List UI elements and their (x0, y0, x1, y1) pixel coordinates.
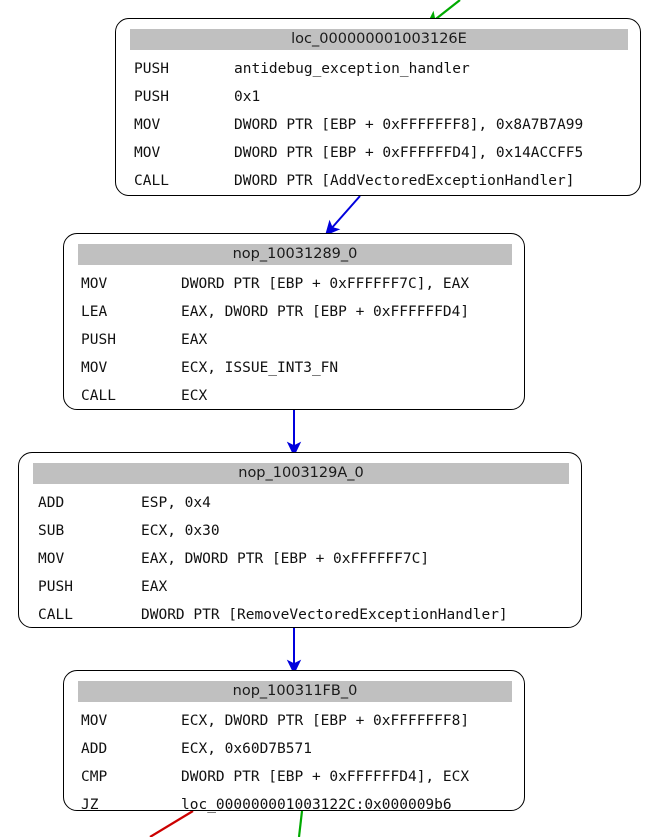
instruction-operands: ECX (181, 388, 208, 404)
instruction-mnemonic: CALL (81, 388, 116, 404)
instruction-mnemonic: CALL (134, 173, 169, 189)
instruction-row[interactable]: LEA EAX, DWORD PTR [EBP + 0xFFFFFFD4] (64, 299, 524, 327)
cfg-block-loc-1003126e[interactable]: loc_000000001003126E PUSH antidebug_exce… (115, 18, 641, 196)
instruction-row[interactable]: CALL DWORD PTR [AddVectoredExceptionHand… (116, 168, 640, 196)
cfg-block-nop-1003129a[interactable]: nop_1003129A_0 ADD ESP, 0x4 SUB ECX, 0x3… (18, 452, 582, 628)
instruction-mnemonic: ADD (81, 741, 108, 757)
instruction-row[interactable]: CALL ECX (64, 383, 524, 411)
instruction-mnemonic: MOV (134, 145, 161, 161)
instruction-operands: DWORD PTR [EBP + 0xFFFFFF7C], EAX (181, 276, 470, 292)
instruction-row[interactable]: MOV DWORD PTR [EBP + 0xFFFFFF7C], EAX (64, 271, 524, 299)
instruction-row[interactable]: PUSH 0x1 (116, 84, 640, 112)
cfg-block-nop-10031289[interactable]: nop_10031289_0 MOV DWORD PTR [EBP + 0xFF… (63, 233, 525, 410)
instruction-mnemonic: JZ (81, 797, 99, 813)
instruction-row[interactable]: MOV ECX, DWORD PTR [EBP + 0xFFFFFFF8] (64, 708, 524, 736)
instruction-mnemonic: CMP (81, 769, 108, 785)
instruction-row[interactable]: MOV DWORD PTR [EBP + 0xFFFFFFF8], 0x8A7B… (116, 112, 640, 140)
instruction-mnemonic: PUSH (38, 579, 73, 595)
instruction-operands: EAX, DWORD PTR [EBP + 0xFFFFFFD4] (181, 304, 470, 320)
block-title-nop-10031289: nop_10031289_0 (78, 244, 512, 265)
edge-block1-to-block2 (324, 195, 361, 236)
instruction-operands: DWORD PTR [AddVectoredExceptionHandler] (234, 173, 575, 189)
instruction-row[interactable]: JZ loc_000000001003122C:0x000009b6 (64, 792, 524, 820)
instruction-operands: DWORD PTR [EBP + 0xFFFFFFD4], ECX (181, 769, 470, 785)
instruction-operands: loc_000000001003122C:0x000009b6 (181, 797, 452, 813)
instruction-row[interactable]: MOV EAX, DWORD PTR [EBP + 0xFFFFFF7C] (19, 546, 581, 574)
instruction-operands: EAX (181, 332, 208, 348)
instruction-operands: ECX, DWORD PTR [EBP + 0xFFFFFFF8] (181, 713, 470, 729)
instruction-mnemonic: ADD (38, 495, 65, 511)
instruction-mnemonic: MOV (81, 276, 108, 292)
instruction-operands: DWORD PTR [EBP + 0xFFFFFFF8], 0x8A7B7A99 (234, 117, 584, 133)
instruction-operands: ECX, 0x60D7B571 (181, 741, 312, 757)
block-title-loc-1003126e: loc_000000001003126E (130, 29, 628, 50)
instruction-row[interactable]: PUSH EAX (19, 574, 581, 602)
instruction-row[interactable]: ADD ECX, 0x60D7B571 (64, 736, 524, 764)
instruction-row[interactable]: SUB ECX, 0x30 (19, 518, 581, 546)
instruction-operands: EAX, DWORD PTR [EBP + 0xFFFFFF7C] (141, 551, 430, 567)
instruction-mnemonic: PUSH (134, 61, 169, 77)
instruction-operands: ECX, 0x30 (141, 523, 220, 539)
instruction-mnemonic: CALL (38, 607, 73, 623)
instruction-row[interactable]: MOV DWORD PTR [EBP + 0xFFFFFFD4], 0x14AC… (116, 140, 640, 168)
instruction-row[interactable]: PUSH antidebug_exception_handler (116, 56, 640, 84)
instruction-row[interactable]: CALL DWORD PTR [RemoveVectoredExceptionH… (19, 602, 581, 630)
instruction-operands: antidebug_exception_handler (234, 61, 470, 77)
instruction-mnemonic: PUSH (134, 89, 169, 105)
instruction-operands: ESP, 0x4 (141, 495, 211, 511)
instruction-mnemonic: LEA (81, 304, 108, 320)
instruction-mnemonic: PUSH (81, 332, 116, 348)
instruction-operands: DWORD PTR [EBP + 0xFFFFFFD4], 0x14ACCFF5 (234, 145, 584, 161)
instruction-operands: 0x1 (234, 89, 261, 105)
instruction-operands: EAX (141, 579, 168, 595)
instruction-row[interactable]: CMP DWORD PTR [EBP + 0xFFFFFFD4], ECX (64, 764, 524, 792)
instruction-mnemonic: SUB (38, 523, 65, 539)
instruction-list: PUSH antidebug_exception_handler PUSH 0x… (116, 56, 640, 196)
block-title-nop-1003129a: nop_1003129A_0 (33, 463, 569, 484)
instruction-list: ADD ESP, 0x4 SUB ECX, 0x30 MOV EAX, DWOR… (19, 490, 581, 630)
instruction-row[interactable]: MOV ECX, ISSUE_INT3_FN (64, 355, 524, 383)
instruction-row[interactable]: ADD ESP, 0x4 (19, 490, 581, 518)
block-title-nop-100311fb: nop_100311FB_0 (78, 681, 512, 702)
instruction-mnemonic: MOV (38, 551, 65, 567)
instruction-operands: DWORD PTR [RemoveVectoredExceptionHandle… (141, 607, 508, 623)
instruction-list: MOV ECX, DWORD PTR [EBP + 0xFFFFFFF8] AD… (64, 708, 524, 820)
instruction-list: MOV DWORD PTR [EBP + 0xFFFFFF7C], EAX LE… (64, 271, 524, 411)
instruction-mnemonic: MOV (81, 360, 108, 376)
instruction-row[interactable]: PUSH EAX (64, 327, 524, 355)
instruction-mnemonic: MOV (81, 713, 108, 729)
instruction-operands: ECX, ISSUE_INT3_FN (181, 360, 339, 376)
instruction-mnemonic: MOV (134, 117, 161, 133)
cfg-block-nop-100311fb[interactable]: nop_100311FB_0 MOV ECX, DWORD PTR [EBP +… (63, 670, 525, 813)
